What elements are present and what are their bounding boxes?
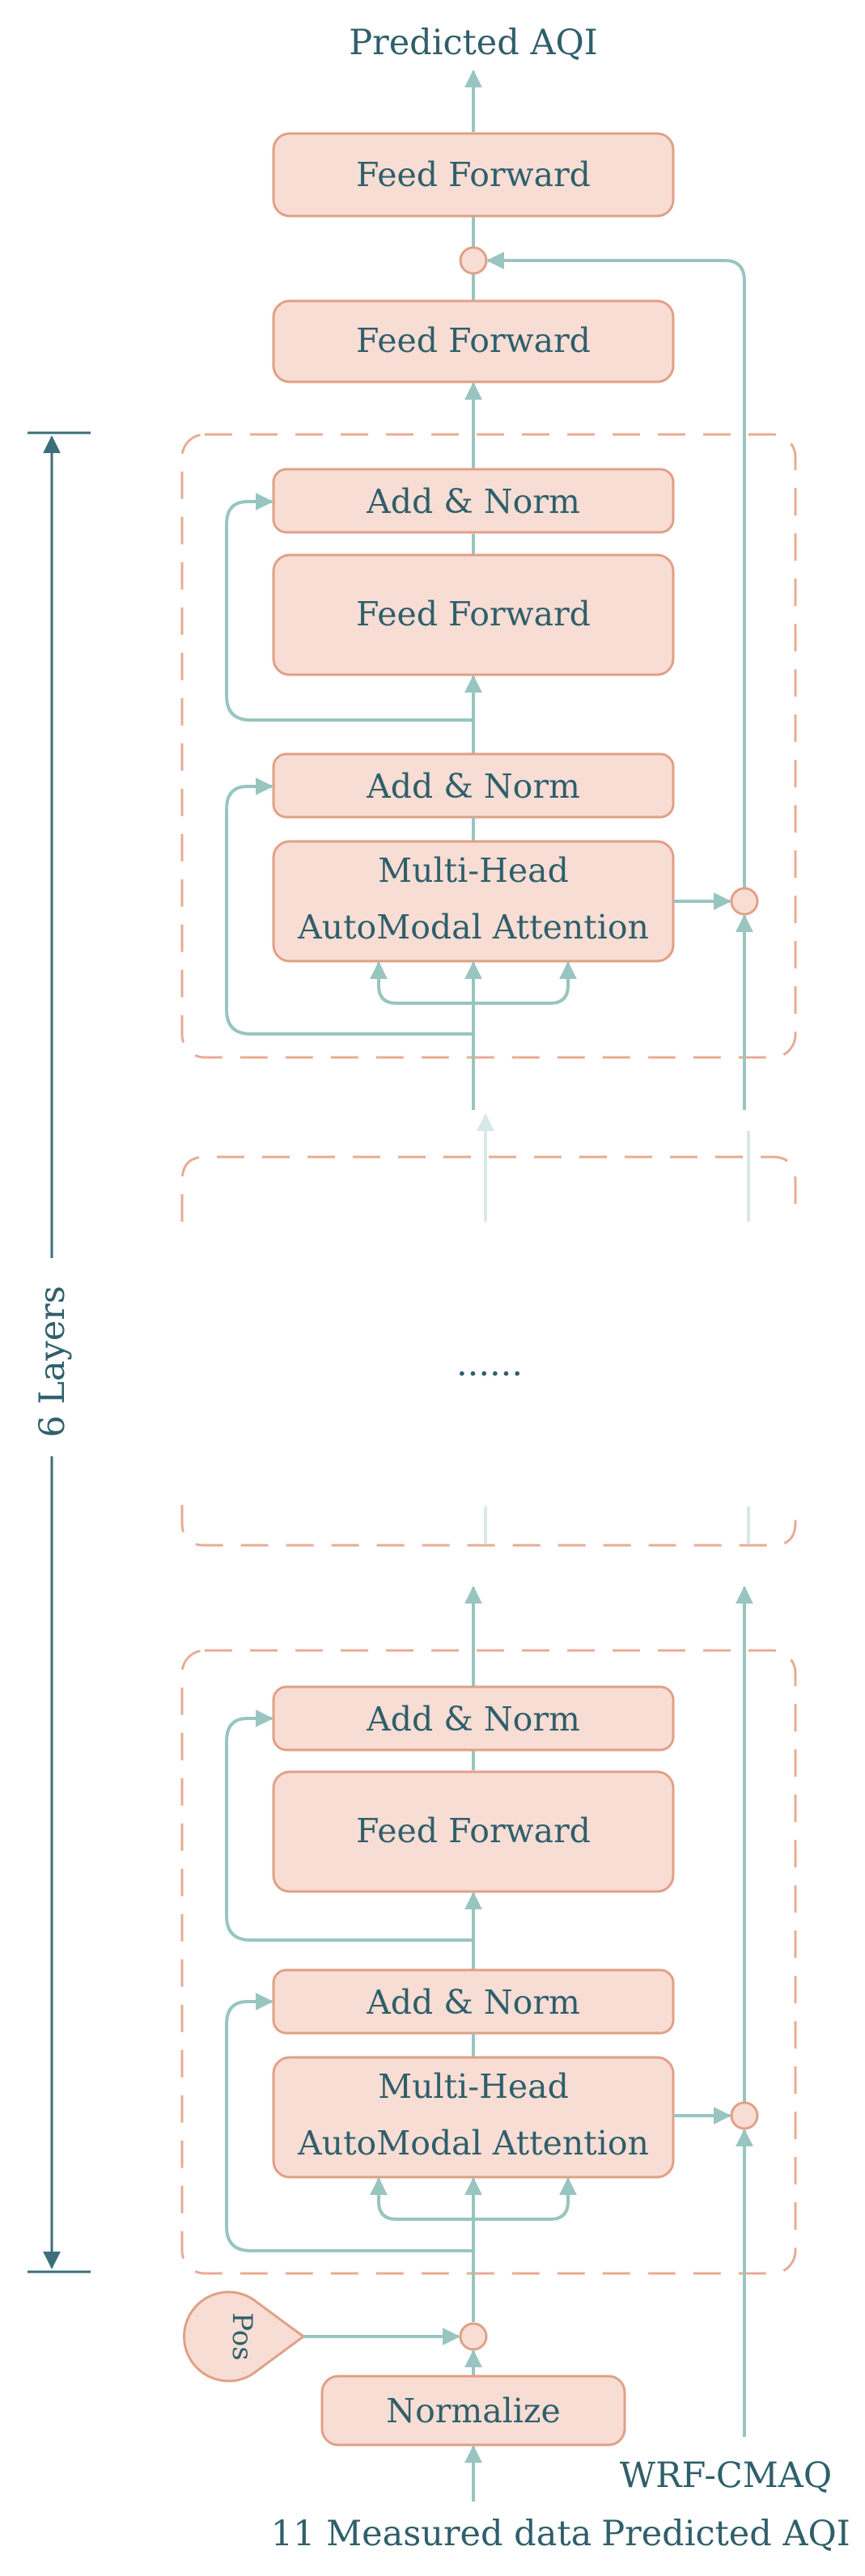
residual-arrow-ff-bottom: [225, 1710, 473, 1942]
add-norm-label-2-bottom: Add & Norm: [366, 1700, 580, 1739]
residual-arrow-attn-bottom: [225, 1993, 473, 2252]
residual-arrow-attn-top: [225, 777, 473, 1036]
feed-forward-label-top-layer: Feed Forward: [356, 595, 591, 633]
feed-forward-box-top-layer: [272, 553, 675, 676]
arrow-attn-key-bottom: [473, 2177, 577, 2221]
add-norm-label-1-top: Add & Norm: [366, 767, 580, 806]
arrow-attn-query-bottom: [370, 2177, 473, 2221]
input-measured-label: 11 Measured data: [271, 2514, 592, 2554]
feed-forward-second-label: Feed Forward: [356, 321, 591, 360]
attention-label-line2-top: AutoModal Attention: [297, 908, 649, 947]
add-norm-label-1-bottom: Add & Norm: [366, 1983, 580, 2022]
positional-encoding-node: Pos: [183, 2290, 306, 2383]
feed-forward-label-bottom-layer: Feed Forward: [356, 1811, 591, 1850]
combine-node-layer-top: [730, 887, 759, 916]
encoder-layer-frame-top: [180, 433, 797, 1059]
arrow-skip-right-to-top: [486, 252, 746, 888]
attention-label-line2-bottom: AutoModal Attention: [297, 2124, 649, 2163]
residual-arrow-ff-top: [225, 493, 473, 722]
normalize-box: [320, 2375, 626, 2447]
arrow-attn-query-top: [370, 961, 473, 1005]
arrow-attn-key-top: [473, 961, 577, 1005]
input-wrf-cmaq-label-line2: Predicted AQI: [601, 2514, 850, 2554]
encoder-layer-bottom: Add & Norm Feed Forward Add & Norm Multi…: [180, 1649, 797, 2437]
add-norm-box-2-top: [272, 468, 675, 534]
attention-label-line1-top: Multi-Head: [378, 851, 569, 890]
faded-layer-frame-top: [180, 1155, 797, 1222]
faded-layer-frame-bottom: [180, 1505, 797, 1547]
add-norm-label-2-top: Add & Norm: [366, 482, 580, 521]
normalize-label: Normalize: [386, 2392, 561, 2430]
feed-forward-box-bottom-layer: [272, 1770, 675, 1893]
add-norm-box-2-bottom: [272, 1685, 675, 1752]
feed-forward-box-top: [272, 132, 675, 218]
feed-forward-box-second: [272, 299, 675, 383]
encoder-layer-frame-bottom: [180, 1649, 797, 2275]
ellipsis-label: ......: [456, 1344, 523, 1384]
positional-encoding-shape: [183, 2290, 306, 2383]
output-label: Predicted AQI: [349, 23, 598, 63]
attention-label-line1-bottom: Multi-Head: [378, 2067, 569, 2106]
input-wrf-cmaq-label-line1: WRF-CMAQ: [620, 2455, 832, 2496]
positional-encoding-label: Pos: [226, 2312, 258, 2360]
combine-node-layer-bottom: [730, 2101, 759, 2130]
feed-forward-top-label: Feed Forward: [356, 155, 591, 194]
combine-node-top: [459, 246, 488, 275]
encoder-layer-top: Add & Norm Feed Forward Add & Norm Multi…: [180, 433, 797, 1110]
layer-count-label: 6 Layers: [32, 1286, 73, 1438]
input-combine-node: [459, 2322, 488, 2351]
